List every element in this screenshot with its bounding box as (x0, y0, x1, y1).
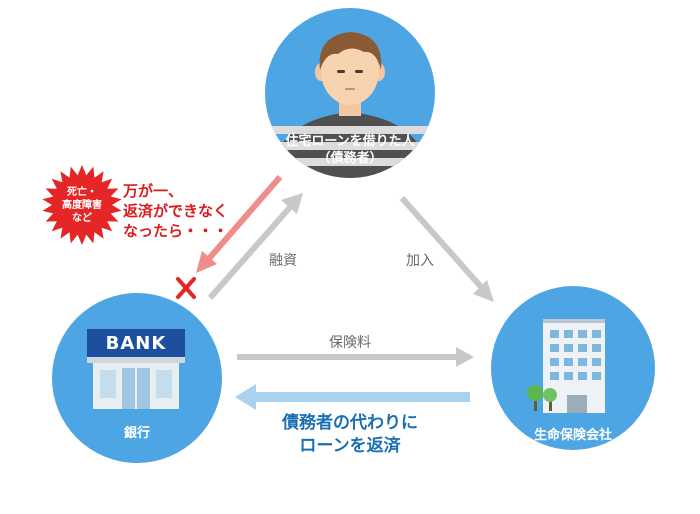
burst-badge (42, 165, 122, 245)
debtor-label-line1: 住宅ローンを借りた人 (285, 134, 415, 149)
insurer-label: 生命保険会社 (533, 428, 612, 443)
bank-building-icon (87, 329, 185, 409)
failed-repayment-arrow (196, 175, 283, 273)
office-building-icon (527, 319, 605, 413)
burst-text-line1: 死亡・ (67, 187, 97, 198)
cross-mark-icon (176, 277, 196, 299)
person-icon (270, 32, 430, 178)
join-label: 加入 (406, 253, 434, 269)
warning-text-line3: なったら・・・ (123, 222, 229, 240)
loan-arrow (207, 193, 303, 300)
bank-sign-text: BANK (105, 333, 167, 354)
join-arrow (399, 196, 494, 302)
bank-node (52, 293, 222, 463)
burst-text-line2: 高度障害 (62, 200, 102, 211)
debtor-label: 住宅ローンを借りた人 （債務者） (270, 133, 430, 167)
warning-text: 万が一、 返済ができなく なったら・・・ (123, 181, 253, 241)
repayment-label-line1: 債務者の代わりに (282, 413, 418, 433)
premium-arrow (237, 347, 474, 367)
repayment-label-line2: ローンを返済 (299, 436, 401, 456)
repayment-label: 債務者の代わりに ローンを返済 (260, 412, 440, 458)
burst-text: 死亡・ 高度障害 など (52, 186, 112, 225)
insurer-node (491, 286, 655, 450)
premium-label: 保険料 (329, 335, 371, 351)
debtor-node (265, 8, 435, 178)
warning-text-line2: 返済ができなく (123, 202, 229, 220)
burst-text-line3: など (72, 213, 92, 224)
bank-label: 銀行 (123, 426, 150, 441)
repayment-arrow (235, 384, 470, 410)
loan-label: 融資 (269, 253, 297, 269)
debtor-label-line2: （債務者） (317, 151, 383, 166)
warning-text-line1: 万が一、 (123, 182, 184, 200)
